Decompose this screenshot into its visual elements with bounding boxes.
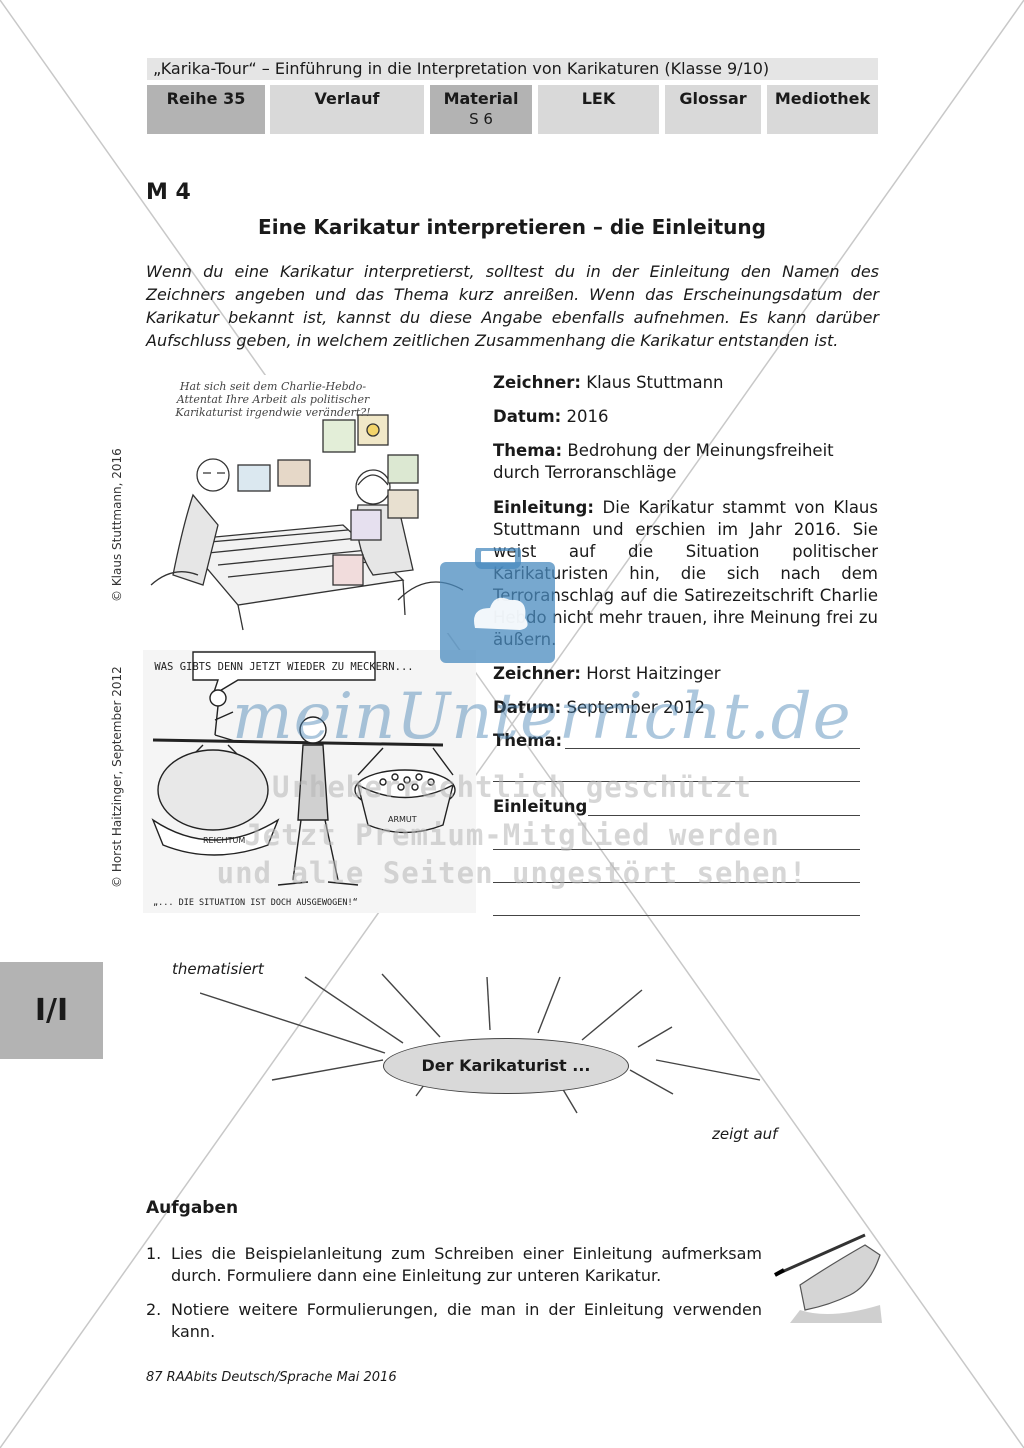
watermark-line: und alle Seiten ungestört sehen! [216, 856, 808, 890]
answer-line [493, 849, 860, 850]
answer-line [493, 882, 860, 883]
nav-label: LEK [581, 89, 616, 108]
diagram-center: Der Karikaturist ... [383, 1038, 629, 1094]
thema-label: Thema: [493, 441, 563, 460]
datum-label: Datum: [493, 407, 562, 426]
cartoon1-credit: © Klaus Stuttmann, 2016 [110, 448, 124, 602]
header-title: „Karika-Tour“ – Einführung in die Interp… [147, 58, 878, 80]
cartoon2-einleitung-row: Einleitung [493, 796, 878, 818]
cartoon1-zeichner-row: Zeichner: Klaus Stuttmann [493, 372, 878, 394]
nav-page-number: S 6 [469, 110, 493, 128]
cartoon2-caption: „... DIE SITUATION IST DOCH AUSGEWOGEN!“ [153, 898, 358, 908]
task-item: 2. Notiere weitere Formulierungen, die m… [146, 1299, 762, 1343]
tasks-title: Aufgaben [146, 1198, 239, 1218]
cartoon1-einleitung-row: Einleitung: Die Karikatur stammt von Kla… [493, 497, 878, 651]
answer-line [493, 781, 860, 782]
cartoon2-label-right: ARMUT [388, 815, 417, 824]
datum-value: September 2012 [566, 698, 705, 717]
zeichner-label: Zeichner: [493, 664, 582, 683]
thema-label: Thema: [493, 731, 563, 750]
zeichner-value: Horst Haitzinger [586, 664, 721, 683]
section-title: Eine Karikatur interpretieren – die Einl… [258, 215, 766, 239]
nav-label: Material [443, 89, 519, 108]
sun-diagram-rays [200, 973, 761, 1114]
briefcase-icon [440, 548, 555, 663]
cartoon2-label-left: REICHTUM [203, 836, 245, 845]
diagram-label-thematisiert: thematisiert [172, 960, 264, 978]
cartoon2-thema-row: Thema: [493, 730, 878, 752]
einleitung-value: Die Karikatur stammt von Klaus Stuttmann… [493, 498, 878, 649]
nav-material[interactable]: Material S 6 [430, 85, 532, 134]
watermark-line: Jetzt Premium-Mitglied werden [244, 818, 780, 852]
cartoon1-image: Hat sich seit dem Charlie-Hebdo-Attentat… [143, 375, 478, 633]
answer-line [493, 915, 860, 916]
nav-label: Mediothek [774, 89, 871, 108]
material-label: M 4 [146, 180, 191, 205]
cartoon1-datum-row: Datum: 2016 [493, 406, 878, 428]
task-number: 2. [146, 1300, 162, 1319]
nav-mediothek[interactable]: Mediothek [767, 85, 878, 134]
cartoon1-thema-row: Thema: Bedrohung der Meinungsfreiheit du… [493, 440, 878, 484]
answer-line [588, 815, 860, 816]
intro-text: Wenn du eine Karikatur interpretierst, s… [146, 262, 879, 350]
watermark-line: Urheberrechtlich geschützt [272, 770, 752, 804]
nav-verlauf[interactable]: Verlauf [270, 85, 424, 134]
cartoon2-image: WAS GIBTS DENN JETZT WIEDER ZU MECKERN..… [143, 650, 476, 913]
writing-hand-icon [774, 1233, 882, 1323]
footer-source: 87 RAAbits Deutsch/Sprache Mai 2016 [146, 1370, 397, 1385]
nav-label: Verlauf [314, 89, 380, 108]
einleitung-label: Einleitung [493, 797, 588, 816]
datum-value: 2016 [566, 407, 609, 426]
chapter-tab: I/I [0, 962, 103, 1059]
nav-label: Glossar [679, 89, 747, 108]
nav-glossar[interactable]: Glossar [665, 85, 761, 134]
zeichner-label: Zeichner: [493, 373, 582, 392]
zeichner-value: Klaus Stuttmann [586, 373, 724, 392]
cartoon2-speech: WAS GIBTS DENN JETZT WIEDER ZU MECKERN..… [154, 661, 413, 673]
nav-label: Reihe 35 [166, 89, 246, 108]
thema-value: Bedrohung der Meinungsfreiheit durch Ter… [493, 441, 834, 482]
task-text: Lies die Beispielanleitung zum Schreiben… [171, 1244, 762, 1285]
einleitung-label: Einleitung: [493, 498, 594, 517]
cartoon2-zeichner-row: Zeichner: Horst Haitzinger [493, 663, 878, 685]
task-item: 1. Lies die Beispielanleitung zum Schrei… [146, 1243, 762, 1287]
cartoon1-speech: Hat sich seit dem Charlie-Hebdo-Attentat… [175, 380, 371, 419]
nav-reihe[interactable]: Reihe 35 [147, 85, 265, 134]
answer-line [565, 748, 860, 749]
watermark-logo: meinUnterricht.de [232, 680, 852, 754]
datum-label: Datum: [493, 698, 562, 717]
nav-lek[interactable]: LEK [538, 85, 659, 134]
cartoon2-datum-row: Datum: September 2012 [493, 697, 878, 719]
task-number: 1. [146, 1244, 162, 1263]
task-text: Notiere weitere Formulierungen, die man … [171, 1300, 762, 1341]
diagram-label-zeigt-auf: zeigt auf [712, 1125, 778, 1143]
